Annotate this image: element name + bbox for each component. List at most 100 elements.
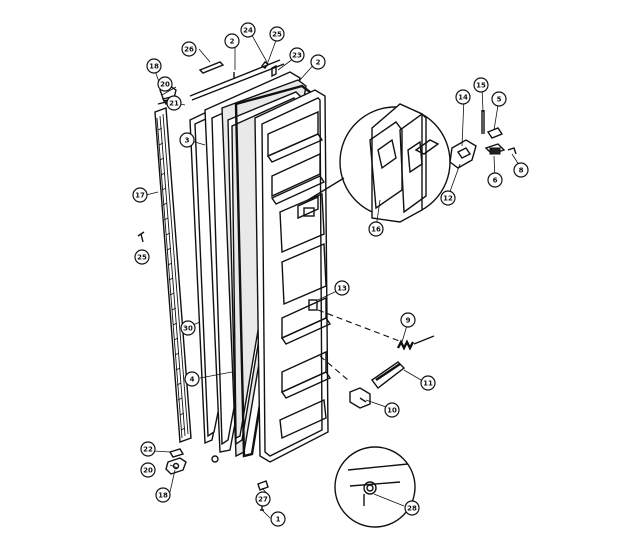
callout-c16: 16 <box>368 221 384 237</box>
callout-circle <box>132 187 148 203</box>
callout-circle <box>513 162 529 178</box>
callout-circle <box>334 280 350 296</box>
callout-c21: 21 <box>166 95 182 111</box>
door-stop-bracket <box>349 387 371 409</box>
callout-c3: 3 <box>179 132 195 148</box>
callout-circle <box>140 462 156 478</box>
callout-c13: 13 <box>334 280 350 296</box>
door-liner <box>254 89 332 463</box>
callout-c30: 30 <box>180 320 196 336</box>
callout-c9: 9 <box>400 312 416 328</box>
callout-c28: 28 <box>404 500 420 516</box>
callout-circle <box>440 190 456 206</box>
callout-circle <box>224 33 240 49</box>
callout-circle <box>368 221 384 237</box>
callout-c6: 6 <box>487 172 503 188</box>
callout-c8: 8 <box>513 162 529 178</box>
dispenser-spring <box>481 110 485 134</box>
dispenser-detail-inset <box>307 103 451 223</box>
callout-number: 9 <box>406 317 411 325</box>
callout-number: 18 <box>158 492 168 500</box>
callout-c2b: 2 <box>310 54 326 70</box>
callout-circle <box>240 22 256 38</box>
callout-c22: 22 <box>140 441 156 457</box>
callout-circle <box>400 312 416 328</box>
callout-number: 6 <box>493 177 498 185</box>
callout-circle <box>155 487 171 503</box>
callout-number: 30 <box>183 325 193 333</box>
callout-c18b: 18 <box>155 487 171 503</box>
callout-circle <box>166 95 182 111</box>
callout-number: 22 <box>143 446 153 454</box>
callout-number: 2 <box>230 38 235 46</box>
callout-number: 25 <box>137 254 147 262</box>
dispenser-switch <box>484 127 506 155</box>
callout-c20b: 20 <box>140 462 156 478</box>
callout-number: 24 <box>243 27 253 35</box>
callout-circle <box>384 402 400 418</box>
callout-number: 1 <box>276 516 281 524</box>
callout-c17: 17 <box>132 187 148 203</box>
callout-number: 13 <box>337 285 347 293</box>
callout-c25b: 25 <box>269 26 285 42</box>
callout-number: 10 <box>387 407 397 415</box>
callout-circle <box>140 441 156 457</box>
callout-c12: 12 <box>440 190 456 206</box>
dispenser-screw <box>507 147 517 155</box>
callout-number: 2 <box>316 59 321 67</box>
callout-c10: 10 <box>384 402 400 418</box>
callout-c18a: 18 <box>146 58 162 74</box>
callout-c14: 14 <box>455 89 471 105</box>
callout-number: 14 <box>458 94 468 102</box>
callout-number: 11 <box>423 380 433 388</box>
callout-number: 20 <box>143 467 153 475</box>
callout-c20a: 20 <box>157 76 173 92</box>
callout-number: 28 <box>407 505 417 513</box>
callout-circle <box>420 375 436 391</box>
door-top-trim <box>189 59 285 101</box>
callout-number: 21 <box>169 100 179 108</box>
callout-circle <box>181 41 197 57</box>
callout-number: 27 <box>258 496 268 504</box>
callout-circle <box>269 26 285 42</box>
callout-number: 18 <box>149 63 159 71</box>
callout-circle <box>134 249 150 265</box>
callout-circle <box>487 172 503 188</box>
callout-c5: 5 <box>491 91 507 107</box>
bottom-hinge-assembly <box>165 448 187 475</box>
callout-number: 23 <box>292 52 302 60</box>
callout-c1: 1 <box>270 511 286 527</box>
callout-circle <box>404 500 420 516</box>
callout-labels: 1223456891011121314151617181820202122232… <box>132 22 529 527</box>
callout-number: 25 <box>272 31 282 39</box>
hinge-detail-inset <box>334 446 416 528</box>
callout-circle <box>180 320 196 336</box>
callout-number: 5 <box>497 96 502 104</box>
callout-number: 20 <box>160 81 170 89</box>
door-stop-spring <box>396 335 435 351</box>
callout-number: 12 <box>443 195 453 203</box>
door-gasket-strip <box>154 107 192 443</box>
assembly-guide-line <box>319 355 349 381</box>
callout-number: 15 <box>476 82 486 90</box>
callout-c11: 11 <box>420 375 436 391</box>
callout-number: 3 <box>185 137 190 145</box>
callout-number: 17 <box>135 192 145 200</box>
callout-circle <box>289 47 305 63</box>
callout-c24: 24 <box>240 22 256 38</box>
screw <box>137 231 145 243</box>
assembly-guide-line <box>317 309 403 343</box>
callout-circle <box>491 91 507 107</box>
callout-number: 8 <box>519 167 524 175</box>
callout-number: 26 <box>184 46 194 54</box>
callout-c15: 15 <box>473 77 489 93</box>
callout-circle <box>184 371 200 387</box>
callout-circle <box>310 54 326 70</box>
callout-circle <box>455 89 471 105</box>
callout-number: 4 <box>190 376 195 384</box>
callout-circle <box>255 491 271 507</box>
callout-circle <box>270 511 286 527</box>
callout-circle <box>179 132 195 148</box>
callout-c23: 23 <box>289 47 305 63</box>
